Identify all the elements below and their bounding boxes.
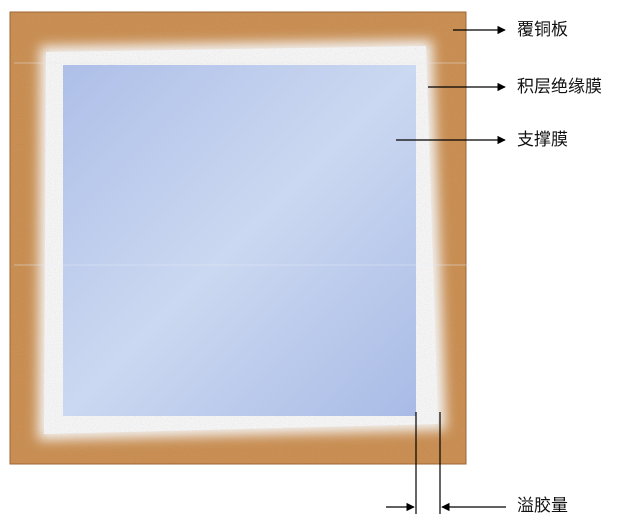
label-support-film: 支撑膜: [517, 130, 568, 150]
label-overflow: 溢胶量: [517, 496, 568, 516]
overflow-dimension: [386, 412, 506, 514]
label-copper-clad: 覆铜板: [517, 20, 568, 40]
label-buildup-film: 积层绝缘膜: [517, 77, 602, 97]
support-film: [14, 62, 470, 416]
